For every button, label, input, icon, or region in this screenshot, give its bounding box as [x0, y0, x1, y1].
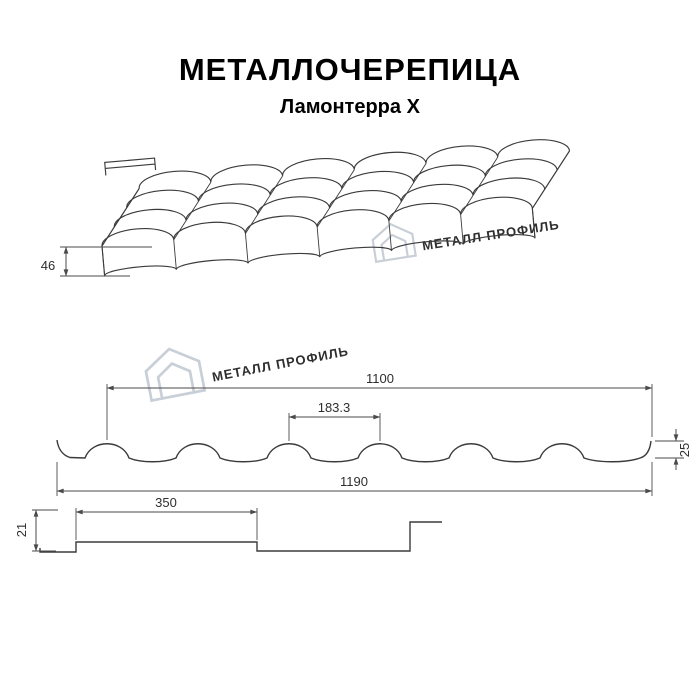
dim-step-height: 21 — [14, 509, 58, 552]
mounting-strip — [104, 157, 157, 176]
profile-curve — [56, 439, 652, 463]
page-title: МЕТАЛЛОЧЕРЕПИЦА — [178, 52, 522, 87]
watermark-text: МЕТАЛЛ ПРОФИЛЬ — [421, 217, 561, 254]
brand-logo-icon — [371, 222, 417, 264]
dim-wave-step: 183.3 — [288, 400, 381, 441]
dim-profile-height-label: 25 — [677, 443, 692, 457]
perspective-view: 46 — [41, 139, 571, 277]
tile-row — [113, 177, 546, 227]
dim-cover-width-label: 1100 — [366, 371, 394, 386]
brand-logo-icon — [144, 347, 207, 403]
watermark-text: МЕТАЛЛ ПРОФИЛЬ — [211, 343, 350, 384]
dim-edge-height: 46 — [41, 246, 152, 277]
page-subtitle: Ламонтерра X — [280, 96, 420, 118]
cross-section: 1100 183.3 25 1190 — [56, 371, 692, 496]
dim-module-length-label: 350 — [155, 495, 177, 510]
step-profile-line — [39, 521, 442, 553]
dim-module-length: 350 — [75, 495, 258, 540]
dim-wave-step-label: 183.3 — [318, 400, 351, 415]
step-profile: 350 21 — [14, 495, 442, 553]
dim-step-height-label: 21 — [14, 523, 29, 537]
tile-row — [138, 139, 571, 189]
right-cut-edge — [531, 150, 570, 239]
dim-edge-height-label: 46 — [41, 258, 55, 273]
left-cut-edge — [101, 188, 140, 276]
dim-full-width: 1190 — [56, 462, 653, 496]
dim-cover-width: 1100 — [106, 371, 653, 440]
tile-row — [126, 158, 558, 208]
dim-full-width-label: 1190 — [340, 474, 368, 489]
dim-profile-height: 25 — [655, 429, 692, 470]
